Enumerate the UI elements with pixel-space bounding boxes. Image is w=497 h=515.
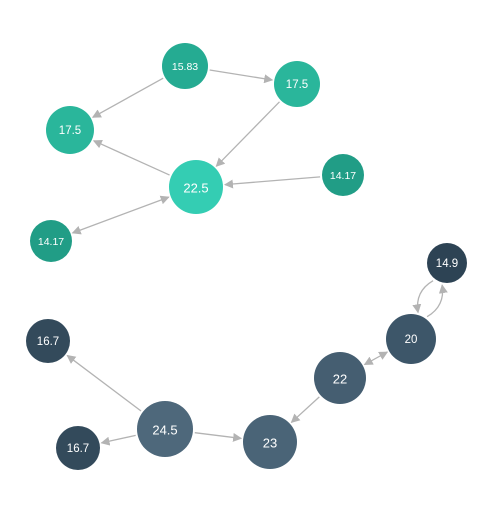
graph-node-n13[interactable]: 16.7 [56,426,100,470]
graph-node-n8[interactable]: 20 [386,314,436,364]
edge-n11-n13 [100,434,136,446]
node-label: 17.5 [59,125,81,137]
node-label: 16.7 [37,336,59,348]
graph-node-n6[interactable]: 14.17 [30,220,72,262]
graph-node-n7[interactable]: 14.9 [427,243,467,283]
edge-n2-n4 [215,101,280,167]
node-circle[interactable] [46,106,94,154]
node-label: 14.17 [330,170,356,182]
edge-n9-n12 [290,396,320,424]
edge-n9-n8 [363,351,389,366]
graph-node-n11[interactable]: 24.5 [137,401,193,457]
edge-n1-n2 [209,69,274,84]
graph-node-n10[interactable]: 16.7 [26,319,70,363]
node-label: 17.5 [286,79,308,91]
edge-n4-n6 [71,195,170,235]
edges-layer [66,69,448,446]
node-circle[interactable] [243,415,297,469]
graph-node-n9[interactable]: 22 [314,352,366,404]
node-label: 14.9 [436,258,458,270]
node-label: 15.83 [172,61,198,73]
node-label: 23 [263,436,277,451]
node-circle[interactable] [162,43,208,89]
node-circle[interactable] [30,220,72,262]
node-circle[interactable] [274,61,320,107]
edge-n7-n8 [412,280,434,314]
edge-n11-n12 [194,432,243,442]
node-circle[interactable] [427,243,467,283]
graph-node-n5[interactable]: 14.17 [322,154,364,196]
node-circle[interactable] [56,426,100,470]
node-circle[interactable] [386,314,436,364]
node-label: 22.5 [183,181,208,196]
node-circle[interactable] [314,352,366,404]
graph-node-n1[interactable]: 15.83 [162,43,208,89]
nodes-layer: 15.83 17.5 17.5 22.5 14.17 14.17 14.9 20 22 16.7 2… [26,43,467,470]
graph-node-n4[interactable]: 22.5 [169,160,223,214]
node-label: 14.17 [38,236,64,248]
edge-n4-n3 [92,139,170,176]
node-circle[interactable] [169,160,223,214]
node-circle[interactable] [137,401,193,457]
graph-node-n2[interactable]: 17.5 [274,61,320,107]
node-label: 16.7 [67,443,89,455]
node-circle[interactable] [26,319,70,363]
edge-n11-n10 [66,354,142,412]
edge-n1-n3 [91,77,164,118]
node-label: 24.5 [152,423,177,438]
edge-n8-n7 [426,284,448,318]
graph-node-n3[interactable]: 17.5 [46,106,94,154]
edge-n5-n4 [224,176,321,189]
node-label: 20 [405,334,418,346]
node-circle[interactable] [322,154,364,196]
node-label: 22 [333,372,347,387]
graph-node-n12[interactable]: 23 [243,415,297,469]
